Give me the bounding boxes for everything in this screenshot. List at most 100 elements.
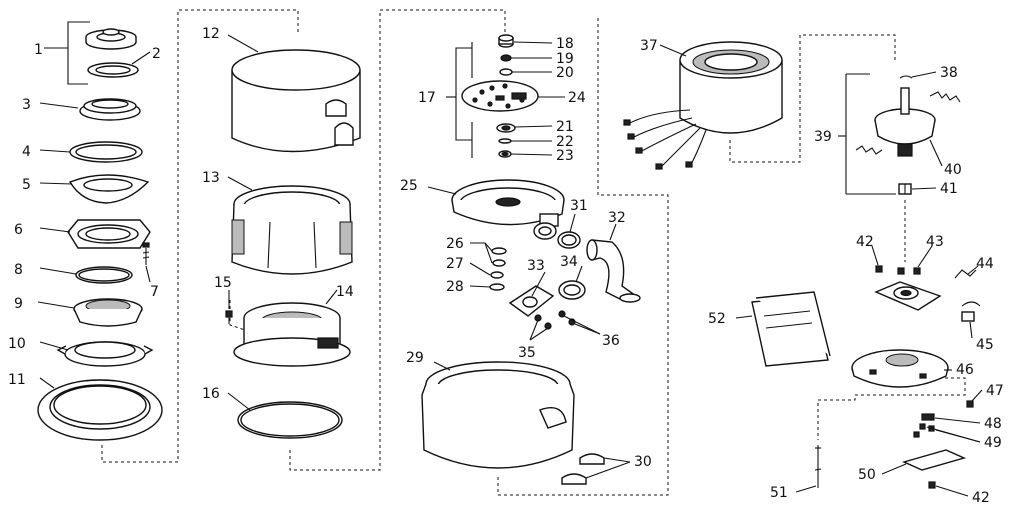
callout-labels: 1 2 3 4 5 6 7 8 9 10 11 12 13 14 15 16 1… (8, 26, 1004, 506)
callout-14: 14 (336, 284, 354, 300)
leader-lines (37, 21, 983, 497)
callout-5: 5 (22, 177, 31, 193)
callout-50: 50 (858, 467, 876, 483)
callout-30: 30 (634, 454, 652, 470)
callout-15: 15 (214, 275, 232, 291)
callout-34: 34 (560, 254, 578, 270)
part-42-screw-bottom (928, 481, 936, 489)
callout-48: 48 (984, 416, 1002, 432)
part-15-screw (225, 310, 233, 324)
part-6-mounting-ring (67, 219, 151, 249)
callout-24: 24 (568, 90, 586, 106)
callout-21: 21 (556, 119, 574, 135)
part-24-turntable (461, 80, 539, 112)
callout-10: 10 (8, 336, 26, 352)
part-9-sink-flange (73, 298, 143, 327)
callout-32: 32 (608, 210, 626, 226)
part-2-gasket (87, 62, 139, 78)
part-45-terminal (961, 301, 981, 322)
callout-44: 44 (976, 256, 994, 272)
callout-35: 35 (518, 345, 536, 361)
callout-46: 46 (956, 362, 974, 378)
part-8-snap-ring (75, 266, 133, 284)
part-29-lower-housing (421, 361, 575, 469)
callout-17: 17 (418, 90, 436, 106)
part-16-gasket (237, 401, 343, 439)
part-7-screw (142, 242, 150, 265)
part-23-nut (498, 150, 512, 158)
part-47-screw (966, 400, 974, 408)
callout-33: 33 (527, 258, 545, 274)
part-38-spring-clip (899, 75, 913, 79)
part-32-elbow (586, 239, 641, 303)
part-44-clip (954, 269, 977, 279)
part-18-bushing (498, 34, 514, 48)
callout-42-top: 42 (856, 234, 874, 250)
callout-37: 37 (640, 38, 658, 54)
callout-42-bottom: 42 (972, 490, 990, 506)
part-46-end-bell (851, 349, 949, 388)
part-51-bolt (814, 445, 822, 488)
part-1-stopper (85, 28, 137, 50)
callout-3: 3 (22, 97, 31, 113)
callout-51: 51 (770, 485, 788, 501)
part-19-washer (500, 54, 512, 62)
callout-2: 2 (152, 46, 161, 62)
callout-12: 12 (202, 26, 220, 42)
part-13-hopper (231, 185, 353, 275)
callout-28: 28 (446, 279, 464, 295)
part-37-stator (679, 41, 783, 134)
callout-20: 20 (556, 65, 574, 81)
part-42-43-screws (875, 265, 921, 275)
callout-36: 36 (602, 333, 620, 349)
callout-47: 47 (986, 383, 1004, 399)
part-40-springs (855, 91, 961, 155)
part-5-backup-flange (68, 174, 150, 204)
callout-49: 49 (984, 435, 1002, 451)
part-34-flange (558, 280, 586, 300)
callout-25: 25 (400, 178, 418, 194)
part-52-manual (751, 291, 831, 367)
callout-29: 29 (406, 350, 424, 366)
part-31-gasket (557, 231, 581, 249)
part-50-cover-plate (901, 449, 967, 471)
callout-22: 22 (556, 134, 574, 150)
assembly-guide-lines (101, 9, 966, 496)
callout-8: 8 (14, 262, 23, 278)
callout-38: 38 (940, 65, 958, 81)
part-11-splash-guard (37, 379, 163, 441)
callout-31: 31 (570, 198, 588, 214)
callout-11: 11 (8, 372, 26, 388)
part-30-clips (561, 453, 605, 485)
part-41-nut (898, 183, 912, 195)
part-48-49-screws (913, 413, 935, 438)
callout-16: 16 (202, 386, 220, 402)
callout-4: 4 (22, 144, 31, 160)
part-14-grind-ring-assembly (233, 302, 351, 367)
part-25-upper-housing (451, 179, 565, 227)
callout-1: 1 (34, 42, 43, 58)
part-3-flange (79, 98, 141, 121)
callout-23: 23 (556, 148, 574, 164)
callout-7: 7 (150, 284, 159, 300)
callout-43: 43 (926, 234, 944, 250)
part-31-inlet-ring (533, 222, 557, 240)
part-26-28-o-rings (489, 247, 507, 291)
callout-39: 39 (814, 129, 832, 145)
callout-19: 19 (556, 51, 574, 67)
part-4-seal-ring (69, 141, 143, 163)
part-33-gasket (508, 285, 555, 317)
part-35-36-screws (534, 310, 576, 330)
callout-52: 52 (708, 311, 726, 327)
part-39-rotor-assembly (845, 74, 936, 194)
callout-26: 26 (446, 236, 464, 252)
callout-40: 40 (944, 162, 962, 178)
part-20-nut (499, 68, 513, 76)
part-21-washer (496, 123, 516, 133)
callout-45: 45 (976, 337, 994, 353)
callout-18: 18 (556, 36, 574, 52)
part-17-bracket (446, 42, 473, 158)
part-12-sound-shell (231, 49, 361, 153)
part-10-mounting-ring (56, 341, 154, 367)
